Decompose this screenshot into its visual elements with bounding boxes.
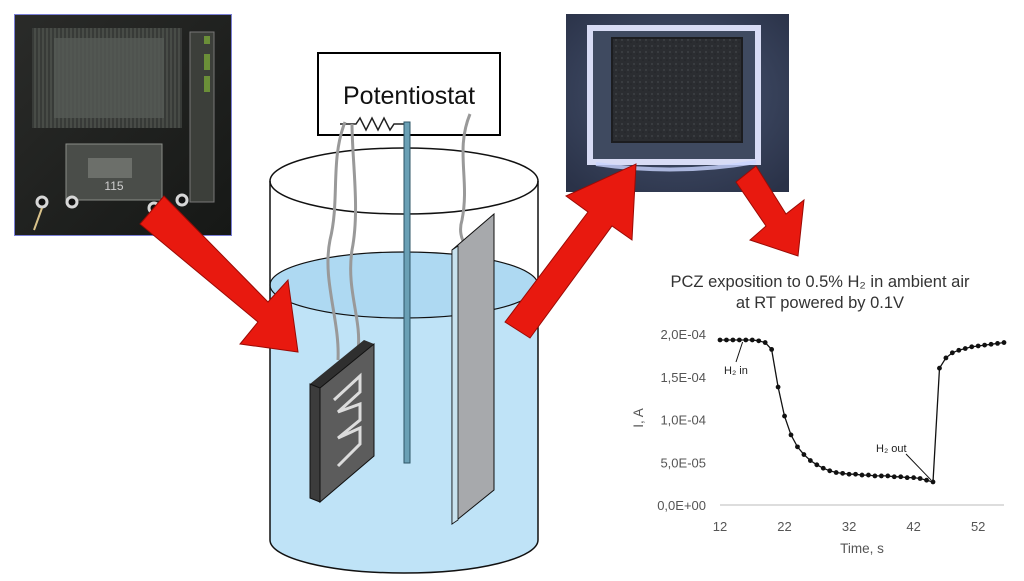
y-tick-label: 1,5E-04 (660, 370, 706, 385)
data-point (833, 470, 839, 475)
data-point (827, 468, 833, 474)
x-tick-label: 52 (971, 519, 985, 534)
x-tick-label: 12 (713, 519, 727, 534)
arrow-chip-to-beaker (139, 195, 299, 353)
y-tick-label: 0,0E+00 (657, 498, 706, 513)
data-point (717, 337, 723, 343)
data-point (807, 458, 813, 463)
chip-number-label: 115 (104, 179, 123, 193)
data-point (878, 473, 884, 479)
data-point (840, 470, 846, 476)
data-point (898, 474, 904, 480)
potentiostat-label: Potentiostat (343, 82, 475, 110)
data-point (988, 341, 994, 347)
chart-title-line2: at RT powered by 0.1V (736, 294, 904, 312)
data-point (891, 474, 897, 480)
x-tick-label: 22 (777, 519, 791, 534)
data-point (730, 337, 736, 343)
sensor-wire-1 (326, 121, 347, 361)
sensor-wire-2 (349, 123, 361, 351)
data-point (756, 338, 762, 344)
arrow-beaker-to-micrograph (504, 163, 637, 339)
porous-layer-micrograph (566, 14, 789, 192)
data-point (943, 355, 949, 361)
data-point (866, 472, 871, 478)
data-point (975, 343, 981, 349)
resistor-symbol (340, 116, 408, 132)
data-point (801, 452, 807, 457)
h2-out-annotation: H₂ out (876, 443, 907, 455)
series-line (720, 339, 1005, 483)
y-tick-label: 5,0E-05 (660, 455, 706, 470)
data-point (911, 475, 917, 481)
current-time-chart: 12 22 32 42 52 0,0E+00 5,0E-05 1,0E-04 1,5E-04 2… (631, 327, 1007, 556)
data-point (782, 413, 787, 419)
data-point (930, 479, 936, 485)
y-tick-label: 1,0E-04 (660, 413, 706, 428)
data-point (904, 475, 910, 481)
data-point (962, 346, 968, 351)
data-point (885, 473, 891, 479)
chip-micrograph: 115 (14, 14, 232, 236)
h2-out-leader (905, 453, 932, 481)
reference-electrode-rod (403, 121, 411, 464)
arrow-micrograph-to-chart (735, 165, 805, 257)
data-point (982, 342, 988, 348)
data-point (956, 347, 962, 353)
data-point (743, 337, 749, 343)
y-tick-label: 2,0E-04 (660, 327, 706, 342)
data-point (937, 365, 942, 371)
data-point (924, 477, 929, 483)
beaker-bottom (269, 539, 539, 574)
h2-in-leader (735, 341, 744, 363)
data-point (859, 472, 865, 478)
data-point (872, 473, 878, 479)
data-point (736, 337, 742, 343)
data-point (853, 471, 858, 477)
y-axis-label: I, A (631, 408, 646, 428)
x-axis-label: Time, s (840, 541, 884, 556)
data-point (795, 444, 800, 450)
data-point (917, 476, 923, 481)
data-point (724, 337, 729, 343)
data-point (820, 465, 826, 471)
data-point (995, 341, 1000, 346)
data-point (846, 471, 852, 477)
sensor-chip-electrode (309, 340, 375, 504)
potentiostat-box (317, 52, 501, 136)
x-tick-label: 42 (906, 519, 920, 534)
x-tick-label: 32 (842, 519, 856, 534)
data-point (788, 432, 794, 438)
data-point (1001, 340, 1007, 345)
data-point (762, 340, 768, 345)
data-point (969, 344, 975, 350)
chart-title-line1: PCZ exposition to 0.5% H₂ in ambient air (671, 273, 970, 291)
data-point (949, 350, 955, 356)
data-point (775, 384, 781, 390)
data-point (814, 462, 820, 468)
data-point (769, 346, 775, 352)
h2-in-annotation: H₂ in (724, 365, 748, 377)
data-point (749, 337, 755, 343)
